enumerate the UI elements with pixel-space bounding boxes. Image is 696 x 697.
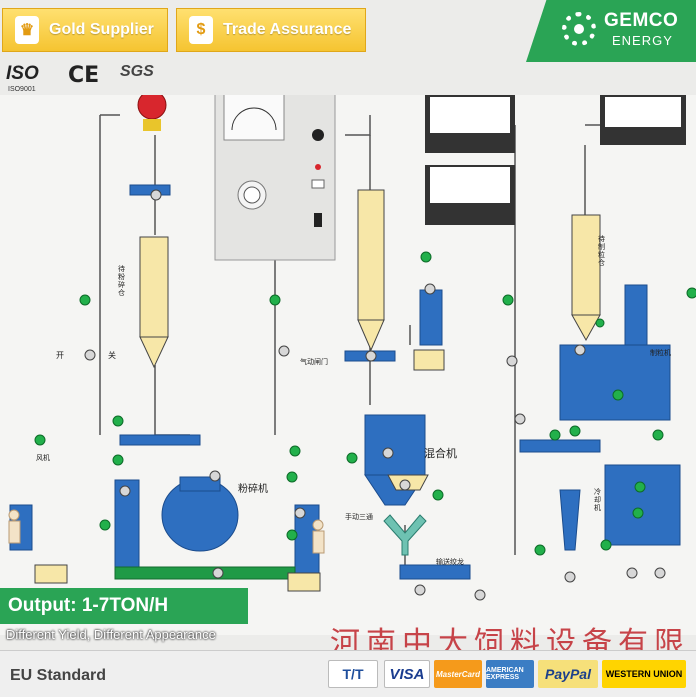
ce-mark: CE: [68, 63, 100, 88]
gold-supplier-badge[interactable]: ♛ Gold Supplier: [2, 8, 168, 52]
silo-middle: [357, 189, 385, 352]
eu-standard-label: EU Standard: [10, 667, 107, 684]
footer-bar: EU Standard T/T VISA MasterCard AMERICAN…: [0, 650, 696, 697]
pneumatic-gate-label: 气动闸门: [300, 358, 328, 366]
mastercard-payment-icon: MasterCard: [434, 660, 482, 688]
emergency-stop-button[interactable]: [137, 95, 167, 131]
feed-bins: [34, 349, 445, 592]
pellet-mill-label: 制粒机: [650, 349, 671, 357]
silo-left: [139, 236, 169, 369]
cooler-label: 冷却机: [594, 488, 601, 512]
mixer-label: 混合机: [424, 447, 457, 460]
iso-subtext: ISO9001: [8, 86, 36, 93]
control-panel-board: 混合机 粉碎机 手动三通 输送绞龙 气动闸门 待粉碎仓 待制粒仓 制粒机 冷却机…: [0, 95, 696, 635]
tt-payment-icon: T/T: [328, 660, 378, 688]
silo-right: [571, 214, 601, 342]
western-union-payment-icon: WESTERN UNION: [602, 660, 686, 688]
yield-subtitle: Different Yield, Different Appearance: [6, 627, 216, 642]
conveyor-label: 输送绞龙: [436, 558, 464, 566]
sgs-mark: SGS: [120, 63, 154, 80]
ground-conveyor: [114, 566, 296, 580]
crusher-label: 粉碎机: [238, 484, 268, 495]
dollar-shield-icon: $: [189, 16, 213, 44]
ammeter-panel: [425, 95, 686, 225]
visa-payment-icon: VISA: [384, 660, 430, 688]
logo-tagline: ENERGY: [612, 33, 673, 48]
gemco-logo[interactable]: GEMCO ENERGY: [526, 0, 696, 62]
amex-payment-icon: AMERICAN EXPRESS: [486, 660, 534, 688]
logo-name: GEMCO: [604, 10, 679, 31]
output-banner: Output: 1-7TON/H: [0, 588, 248, 624]
gold-supplier-icon: ♛: [15, 16, 39, 44]
close-label: 关: [108, 351, 116, 360]
trade-assurance-badge[interactable]: $ Trade Assurance: [176, 8, 366, 52]
indicator-lights: [34, 251, 696, 556]
three-way-label: 手动三通: [345, 513, 373, 521]
selector-switches[interactable]: [84, 189, 666, 601]
gold-supplier-label: Gold Supplier: [49, 21, 154, 38]
control-meter-box: [214, 95, 336, 261]
operator-figures: [8, 509, 325, 554]
open-label: 开: [56, 351, 64, 360]
paypal-payment-icon: PayPal: [538, 660, 598, 688]
gear-logo-icon: [562, 12, 596, 46]
iso-mark: ISO: [6, 63, 39, 84]
silo-left-label: 待粉碎仓: [118, 265, 125, 297]
trade-assurance-label: Trade Assurance: [223, 21, 352, 38]
top-banner: ♛ Gold Supplier $ Trade Assurance GEMCO …: [0, 0, 696, 62]
fan-label: 风机: [36, 454, 50, 462]
process-diagram: [8, 95, 696, 601]
three-way-valve: [383, 514, 427, 556]
silo-right-label: 待制粒仓: [598, 235, 605, 267]
